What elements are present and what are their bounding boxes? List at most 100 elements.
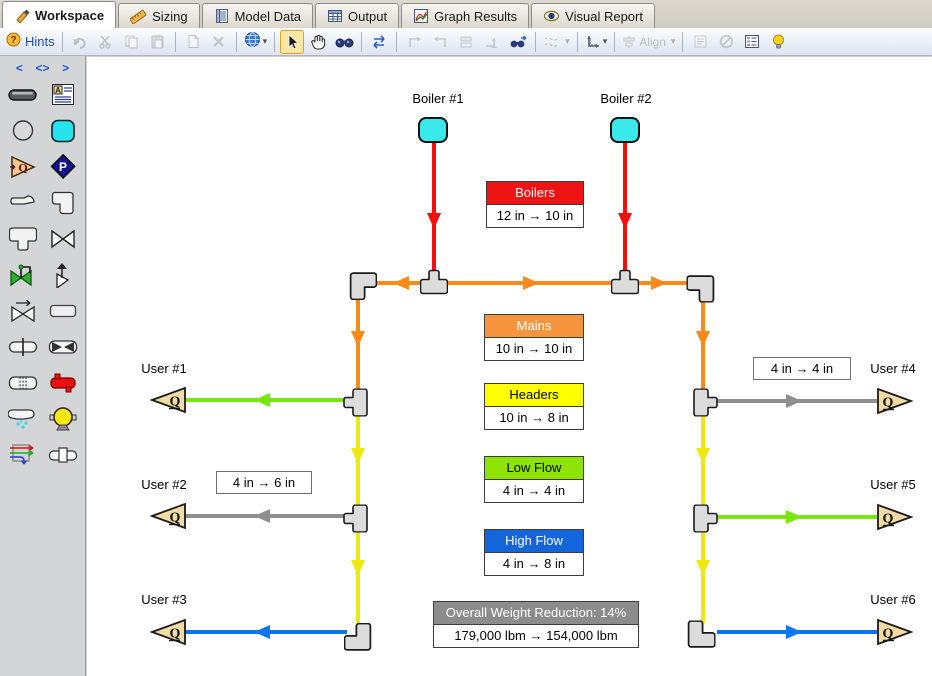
- reservoir-icon: [50, 119, 75, 142]
- align-button[interactable]: Align▾: [620, 30, 677, 54]
- rotate-left-button[interactable]: [402, 30, 426, 54]
- tool-check-valve[interactable]: [3, 297, 43, 324]
- note-user4-size[interactable]: 4 in → 4 in: [753, 357, 851, 380]
- boiler2-label[interactable]: Boiler #2: [600, 91, 652, 106]
- tool-dead-end[interactable]: [43, 297, 83, 324]
- legend-low-flow[interactable]: Low Flow 4 in → 4 in: [484, 456, 584, 503]
- tab-visual-report[interactable]: Visual Report: [531, 3, 655, 28]
- junction-tee-user5[interactable]: [688, 504, 719, 533]
- legend-mains[interactable]: Mains 10 in → 10 in: [484, 314, 584, 361]
- tool-orifice[interactable]: [3, 333, 43, 360]
- junction-elbow-top-left[interactable]: [349, 272, 378, 305]
- tool-spray-discharge[interactable]: [3, 405, 43, 432]
- junction-elbow-user3[interactable]: [343, 618, 372, 651]
- reverse-direction-button[interactable]: [367, 30, 391, 54]
- tab-output[interactable]: Output: [315, 3, 400, 28]
- tab-workspace[interactable]: Workspace: [2, 1, 117, 28]
- tool-assigned-pressure[interactable]: P: [43, 153, 83, 180]
- junction-tee-user2[interactable]: [343, 504, 374, 533]
- annotation-button[interactable]: [688, 30, 712, 54]
- highlight-button[interactable]: [766, 30, 790, 54]
- tool-general-component[interactable]: [3, 441, 43, 468]
- note-user2-size[interactable]: 4 in → 6 in: [216, 471, 312, 494]
- tool-bend[interactable]: [43, 189, 83, 216]
- toolbox-prev-button[interactable]: <: [15, 61, 23, 75]
- hints-button[interactable]: ? Hints: [4, 30, 57, 54]
- delete-button[interactable]: [207, 30, 231, 54]
- user2-flow-junction[interactable]: Q: [149, 501, 188, 536]
- boiler1-node[interactable]: [418, 117, 448, 143]
- flow-arrow-right: [786, 625, 802, 639]
- pump-icon: [49, 406, 76, 430]
- user1-flow-junction[interactable]: Q: [149, 385, 188, 420]
- tool-volume-balance[interactable]: [43, 441, 83, 468]
- rotate-free-button[interactable]: [480, 30, 504, 54]
- tool-pipe[interactable]: [3, 81, 43, 108]
- tool-venturi[interactable]: [43, 333, 83, 360]
- tool-assigned-flow[interactable]: Q: [3, 153, 43, 180]
- select-tool-button[interactable]: [280, 29, 305, 54]
- disable-button[interactable]: [714, 30, 738, 54]
- toolbar-separator: [682, 31, 684, 52]
- copy-button[interactable]: [120, 30, 144, 54]
- user4-flow-junction[interactable]: Q: [875, 386, 914, 421]
- boiler1-label[interactable]: Boiler #1: [412, 91, 464, 106]
- tab-graph-results[interactable]: Graph Results: [401, 3, 530, 28]
- undo-button[interactable]: [68, 30, 92, 54]
- junction-tee-user1[interactable]: [343, 388, 374, 417]
- find-button[interactable]: [332, 30, 356, 54]
- legend-high-flow[interactable]: High Flow 4 in → 8 in: [484, 529, 584, 576]
- grid-options-button[interactable]: ▾: [583, 30, 610, 54]
- boiler2-node[interactable]: [610, 117, 640, 143]
- tool-branch[interactable]: [3, 117, 43, 144]
- tool-heat-exchanger[interactable]: [43, 369, 83, 396]
- user6-flow-junction[interactable]: Q: [875, 617, 914, 652]
- legend-headers[interactable]: Headers 10 in → 8 in: [484, 383, 584, 430]
- junction-tee-boiler1[interactable]: [419, 269, 449, 300]
- cut-button[interactable]: [94, 30, 118, 54]
- tool-pump[interactable]: [43, 405, 83, 432]
- user6-label[interactable]: User #6: [870, 592, 916, 607]
- workspace-canvas[interactable]: Boiler #1 Boiler #2: [87, 57, 932, 676]
- workspace-icon: [14, 7, 30, 23]
- svg-text:?: ?: [10, 35, 16, 46]
- tool-relief-valve[interactable]: [43, 261, 83, 288]
- tool-reservoir[interactable]: [43, 117, 83, 144]
- workspace-layers-button[interactable]: ▾: [242, 30, 270, 54]
- tool-control-valve[interactable]: [3, 261, 43, 288]
- tab-sizing[interactable]: Sizing: [118, 3, 200, 28]
- toolbox-next-button[interactable]: >: [62, 61, 70, 75]
- tool-valve[interactable]: [43, 225, 83, 252]
- user5-flow-junction[interactable]: Q: [875, 502, 914, 537]
- flip-vertical-button[interactable]: [454, 30, 478, 54]
- object-details-button[interactable]: [740, 30, 764, 54]
- toolbox-expand-button[interactable]: <>: [35, 61, 50, 75]
- tool-area-change[interactable]: [3, 189, 43, 216]
- user2-label[interactable]: User #2: [141, 477, 187, 492]
- user1-label[interactable]: User #1: [141, 361, 187, 376]
- find-connected-button[interactable]: [506, 30, 530, 54]
- tab-model-data[interactable]: Model Data: [201, 3, 314, 28]
- legend-boilers[interactable]: Boilers 12 in → 10 in: [486, 181, 584, 228]
- pipe-drawing-style-button[interactable]: ▾: [541, 30, 572, 54]
- duplicate-button[interactable]: [181, 30, 205, 54]
- paste-button[interactable]: [146, 30, 170, 54]
- rotate-right-button[interactable]: [428, 30, 452, 54]
- junction-elbow-user6[interactable]: [687, 620, 721, 649]
- junction-elbow-top-right[interactable]: [682, 275, 715, 303]
- pipe-boiler2[interactable]: [623, 143, 627, 273]
- user3-label[interactable]: User #3: [141, 592, 187, 607]
- junction-tee-boiler2[interactable]: [610, 269, 640, 300]
- tool-tee[interactable]: [3, 225, 43, 252]
- flow-arrow-left: [393, 276, 409, 290]
- user5-label[interactable]: User #5: [870, 477, 916, 492]
- weight-reduction-summary[interactable]: Overall Weight Reduction: 14% 179,000 lb…: [433, 601, 639, 648]
- tool-screen[interactable]: [3, 369, 43, 396]
- tool-annotation[interactable]: A: [43, 81, 83, 108]
- user4-label[interactable]: User #4: [870, 361, 916, 376]
- junction-tee-user4[interactable]: [688, 388, 719, 417]
- pipe-boiler1[interactable]: [432, 143, 436, 273]
- pan-tool-button[interactable]: [306, 30, 330, 54]
- control-valve-icon: [9, 264, 32, 286]
- user3-flow-junction[interactable]: Q: [149, 617, 188, 652]
